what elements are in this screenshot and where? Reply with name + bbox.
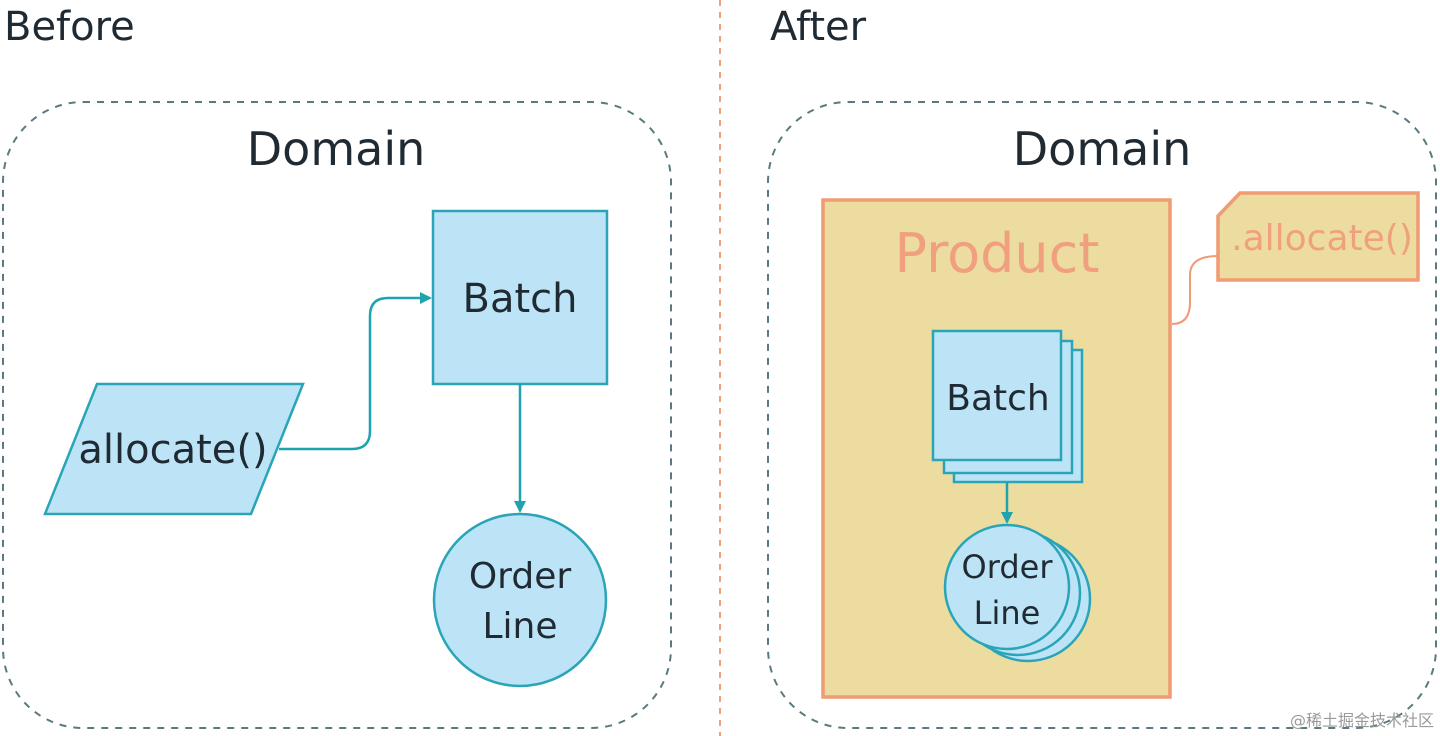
allocate-method-note	[1216, 191, 1420, 282]
after-heading: After	[770, 4, 867, 50]
batch-label: Batch	[463, 276, 578, 322]
batch-box	[431, 209, 609, 386]
before-domain-boundary	[2, 101, 672, 729]
after-domain-label: Domain	[1013, 122, 1192, 176]
allocate-function-label: allocate()	[78, 427, 267, 473]
order-line-circle	[432, 512, 608, 688]
order-line-label-line1: Order	[469, 556, 572, 597]
before-heading: Before	[4, 4, 135, 50]
watermark-text: @稀土掘金技术社区	[1290, 711, 1434, 730]
allocate-to-batch-arrow	[279, 292, 432, 451]
allocate-method-label: .allocate()	[1231, 218, 1413, 259]
batch-stack-label: Batch	[946, 378, 1049, 419]
after-domain-boundary	[767, 101, 1437, 729]
product-label: Product	[894, 222, 1099, 285]
order-line-stack-label-line2: Line	[974, 594, 1041, 632]
before-domain-label: Domain	[247, 122, 426, 176]
order-line-stack-front	[943, 523, 1071, 651]
order-line-label-line2: Line	[482, 606, 557, 647]
order-line-stack-label-line1: Order	[962, 548, 1054, 586]
batch-stack-front	[931, 329, 1063, 462]
allocate-function-shape	[43, 382, 305, 516]
allocate-method-connector	[1171, 255, 1219, 325]
